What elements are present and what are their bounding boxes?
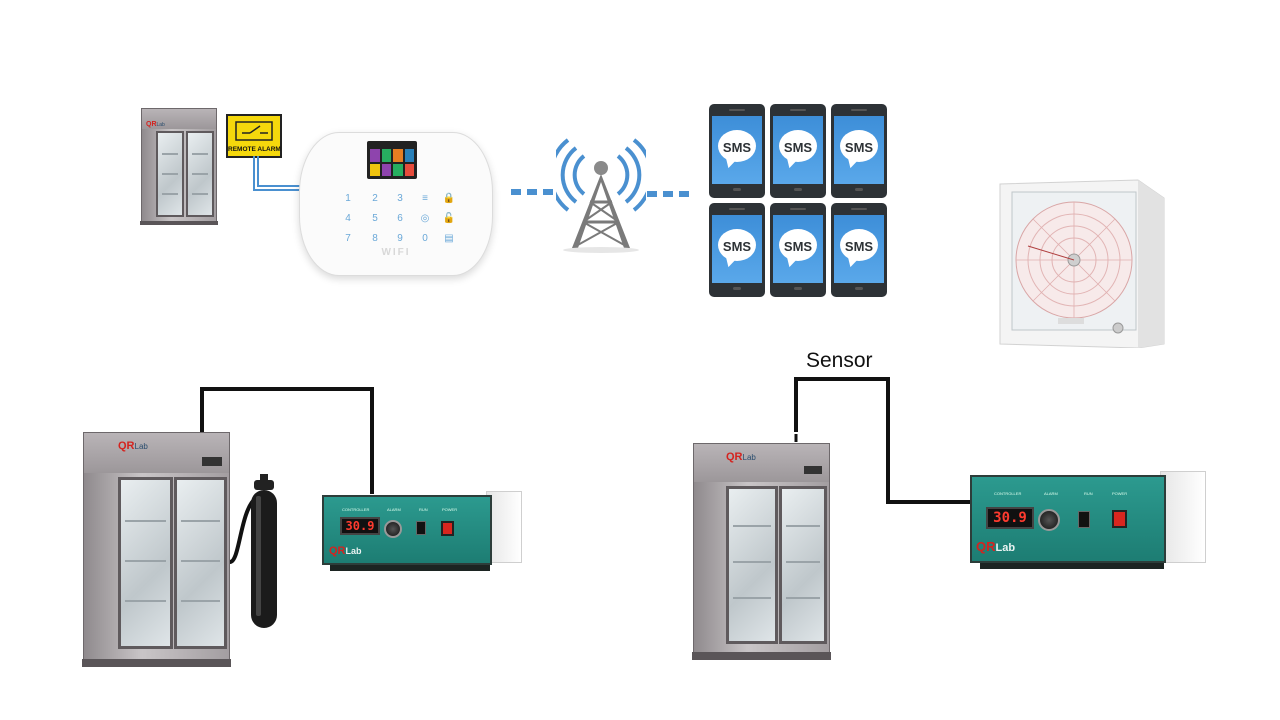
panel-screen <box>367 141 417 179</box>
sms-label: SMS <box>844 239 874 254</box>
sms-bubble-icon: SMS <box>779 229 817 261</box>
circular-chart-recorder-icon <box>999 179 1165 348</box>
sensor-label: Sensor <box>806 349 873 372</box>
remote-alarm-label: REMOTE ALARM <box>228 146 281 153</box>
fridge-display <box>202 457 222 466</box>
fridge-logo: QRLab <box>146 121 165 128</box>
controller-label: CONTROLLER <box>342 507 370 512</box>
fridge-logo: QRLab <box>118 440 148 452</box>
cell-tower-icon <box>556 138 646 253</box>
controller-brand: QRLab <box>976 539 1016 554</box>
keypad-key[interactable]: 3 <box>397 193 403 204</box>
sms-label: SMS <box>722 140 752 155</box>
keypad-key[interactable]: 7 <box>345 233 351 244</box>
dot <box>663 191 673 197</box>
controller-label: CONTROLLER <box>994 491 1022 496</box>
remote-alarm-relay: REMOTE ALARM <box>226 114 282 158</box>
sms-bubble-icon: SMS <box>718 229 756 261</box>
alarm-control-panel: 1 2 3 ≡ 🔒 4 5 6 ◎ 🔓 7 8 9 0 ▤ WIFI <box>299 132 493 276</box>
sms-label: SMS <box>844 140 874 155</box>
sms-phone: SMS <box>831 104 887 198</box>
gas-cylinder-icon <box>229 474 277 628</box>
sms-bubble-icon: SMS <box>840 229 878 261</box>
temperature-controller-right: CONTROLLER ALARM RUN POWER 30.9 QRLab <box>970 471 1206 571</box>
temperature-display: 30.9 <box>986 507 1034 529</box>
controller-label: POWER <box>1112 491 1128 496</box>
power-switch[interactable] <box>441 521 454 536</box>
sms-phone: SMS <box>709 203 765 297</box>
keypad-key[interactable]: 4 <box>345 213 351 224</box>
sms-phone: SMS <box>831 203 887 297</box>
refrigerator-left: QRLab <box>82 432 231 667</box>
fridge-logo: QRLab <box>726 451 756 463</box>
sms-label: SMS <box>722 239 752 254</box>
sms-label: SMS <box>783 140 813 155</box>
sms-phone: SMS <box>770 104 826 198</box>
keypad-key[interactable]: 6 <box>397 213 403 224</box>
controller-wire <box>200 387 374 494</box>
sms-phone: SMS <box>709 104 765 198</box>
keypad-key[interactable]: 🔓 <box>442 213 456 224</box>
relay-switch-icon <box>235 121 273 141</box>
dot <box>647 191 657 197</box>
refrigerator-small: QRLab <box>140 108 218 225</box>
keypad-key[interactable]: 2 <box>372 193 378 204</box>
temperature-controller-left: CONTROLLER ALARM RUN POWER 30.9 QRLab <box>322 491 522 571</box>
dot <box>527 189 537 195</box>
sms-bubble-icon: SMS <box>779 130 817 162</box>
keypad-key[interactable]: 1 <box>345 193 351 204</box>
keypad-key[interactable]: 8 <box>372 233 378 244</box>
controller-label: RUN <box>1084 491 1093 496</box>
fridge-display <box>804 466 822 474</box>
keypad-key[interactable]: 0 <box>422 233 428 244</box>
keypad-key[interactable]: ≡ <box>422 193 428 204</box>
controller-label: ALARM <box>1044 491 1058 496</box>
controller-label: POWER <box>442 507 458 512</box>
connector-dots-left <box>511 189 553 195</box>
alarm-panel-wire <box>253 156 300 191</box>
temperature-display: 30.9 <box>340 517 380 535</box>
controller-label: RUN <box>419 507 428 512</box>
dot <box>543 189 553 195</box>
sms-label: SMS <box>783 239 813 254</box>
keypad-key[interactable]: ◎ <box>420 213 430 224</box>
sms-bubble-icon: SMS <box>718 130 756 162</box>
keypad-key[interactable]: 🔒 <box>442 193 456 204</box>
keypad-key[interactable]: 9 <box>397 233 403 244</box>
controller-label: ALARM <box>387 507 401 512</box>
alarm-knob[interactable] <box>384 520 402 538</box>
controller-brand: QRLab <box>329 545 362 557</box>
run-switch[interactable] <box>416 521 426 535</box>
sms-bubble-icon: SMS <box>840 130 878 162</box>
connector-dots-right <box>647 191 689 197</box>
panel-brand: WIFI <box>381 247 411 258</box>
dot <box>679 191 689 197</box>
keypad-key[interactable]: 5 <box>372 213 378 224</box>
run-switch[interactable] <box>1078 511 1090 528</box>
refrigerator-right: QRLab <box>692 443 831 660</box>
dot <box>511 189 521 195</box>
power-switch[interactable] <box>1112 510 1127 528</box>
sms-phone: SMS <box>770 203 826 297</box>
alarm-knob[interactable] <box>1038 509 1060 531</box>
keypad-key[interactable]: ▤ <box>444 233 454 244</box>
